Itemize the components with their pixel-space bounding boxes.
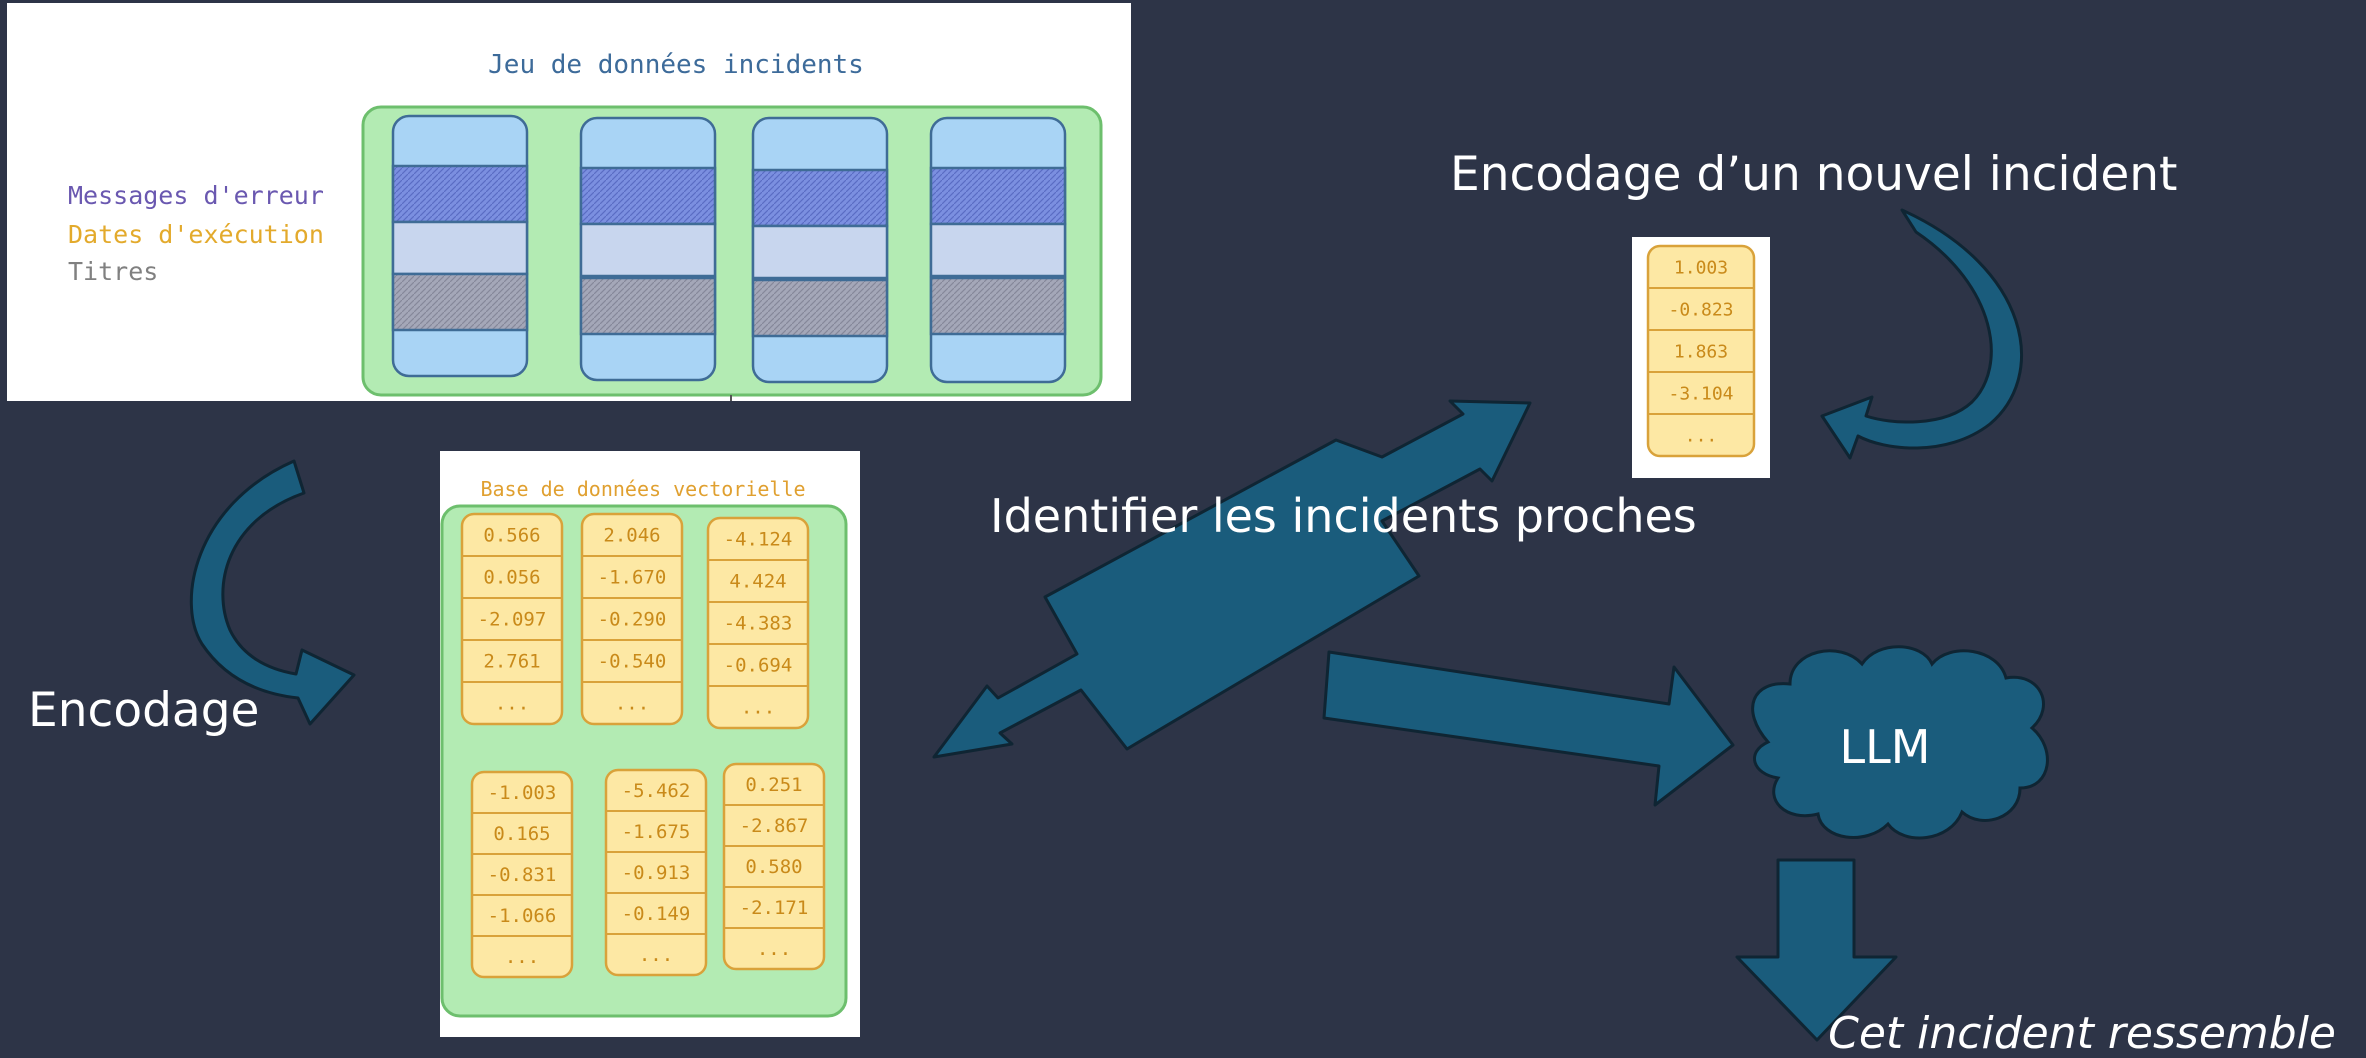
result-label: Cet incident ressemble: [1828, 1008, 2336, 1058]
vector-db-column: 0.251 -2.867 0.580 -2.171...: [722, 762, 826, 971]
bidirectional-arrow: [932, 399, 1532, 759]
vector-value: 0.566: [483, 525, 540, 547]
vector-value: -1.003: [488, 782, 557, 804]
vector-value: -0.823: [1668, 300, 1733, 321]
vector-value: -4.124: [724, 529, 793, 551]
dataset-record: [391, 114, 529, 378]
vector-value: -1.066: [488, 905, 557, 927]
vector-value: ...: [615, 693, 649, 715]
vector-value: -1.675: [622, 821, 691, 843]
vector-value: 2.046: [603, 525, 660, 547]
vector-value: -2.097: [478, 609, 547, 631]
vector-db-column: -4.124 4.424 -4.383 -0.694...: [706, 516, 810, 730]
vector-value: -0.831: [488, 864, 557, 886]
vector-value: 0.251: [745, 774, 802, 796]
vector-value: -0.290: [598, 609, 667, 631]
dataset-panel: Jeu de données incidents Messages d'erre…: [7, 3, 1131, 401]
legend-error-messages: Messages d'erreur: [68, 181, 324, 210]
vector-value: -5.462: [622, 780, 691, 802]
vector-db-column: 2.046 -1.670 -0.290 -0.540...: [580, 512, 684, 726]
vector-value: ...: [757, 938, 791, 960]
vector-value: 1.863: [1674, 342, 1728, 363]
new-incident-vector: 1.003 -0.823 1.863 -3.104...: [1646, 244, 1756, 458]
vector-value: -0.149: [622, 903, 691, 925]
encoding-curved-arrow: [189, 459, 356, 726]
vector-value: -0.540: [598, 651, 667, 673]
vector-value: 0.056: [483, 567, 540, 589]
vector-db-column: 0.566 0.056 -2.097 2.761...: [460, 512, 564, 726]
vector-db-column: -1.003 0.165 -0.831 -1.066...: [470, 770, 574, 979]
dataset-record: [929, 116, 1067, 384]
dataset-record: [751, 116, 889, 384]
down-arrow: [1735, 858, 1898, 1042]
dataset-title: Jeu de données incidents: [488, 50, 864, 80]
vector-db-column: -5.462 -1.675 -0.913 -0.149...: [604, 768, 708, 977]
arrow-to-llm: [1322, 650, 1735, 807]
vector-value: -3.104: [1668, 384, 1733, 405]
vector-value: 0.165: [493, 823, 550, 845]
vector-value: -1.670: [598, 567, 667, 589]
new-incident-curved-arrow: [1820, 208, 2023, 460]
dataset-record: [579, 116, 717, 382]
vector-value: ...: [741, 697, 775, 719]
encoding-label: Encodage: [28, 683, 259, 738]
dataset-legend: Messages d'erreur Dates d'exécution Titr…: [68, 181, 324, 286]
vector-value: ...: [639, 944, 673, 966]
vector-value: -0.694: [724, 655, 793, 677]
vector-value: ...: [1685, 426, 1718, 447]
vector-value: -4.383: [724, 613, 793, 635]
legend-execution-dates: Dates d'exécution: [68, 220, 324, 249]
vector-value: -0.913: [622, 862, 691, 884]
vector-value: -2.171: [740, 897, 809, 919]
vector-db-panel: Base de données vectorielle 0.566 0.056 -2…: [440, 451, 860, 1037]
vector-value: -2.867: [740, 815, 809, 837]
identify-label: Identifier les incidents proches: [990, 489, 1697, 543]
llm-cloud: [1751, 645, 2049, 840]
vector-value: 2.761: [483, 651, 540, 673]
vector-value: 4.424: [729, 571, 786, 593]
new-incident-panel: 1.003 -0.823 1.863 -3.104...: [1632, 237, 1770, 478]
new-incident-title: Encodage d’un nouvel incident: [1450, 147, 2177, 202]
vector-value: 0.580: [745, 856, 802, 878]
llm-label: LLM: [1840, 720, 1931, 774]
vector-value: 1.003: [1674, 258, 1728, 279]
vector-db-title: Base de données vectorielle: [480, 477, 805, 501]
legend-titles: Titres: [68, 257, 158, 286]
vector-value: ...: [495, 693, 529, 715]
vector-value: ...: [505, 946, 539, 968]
